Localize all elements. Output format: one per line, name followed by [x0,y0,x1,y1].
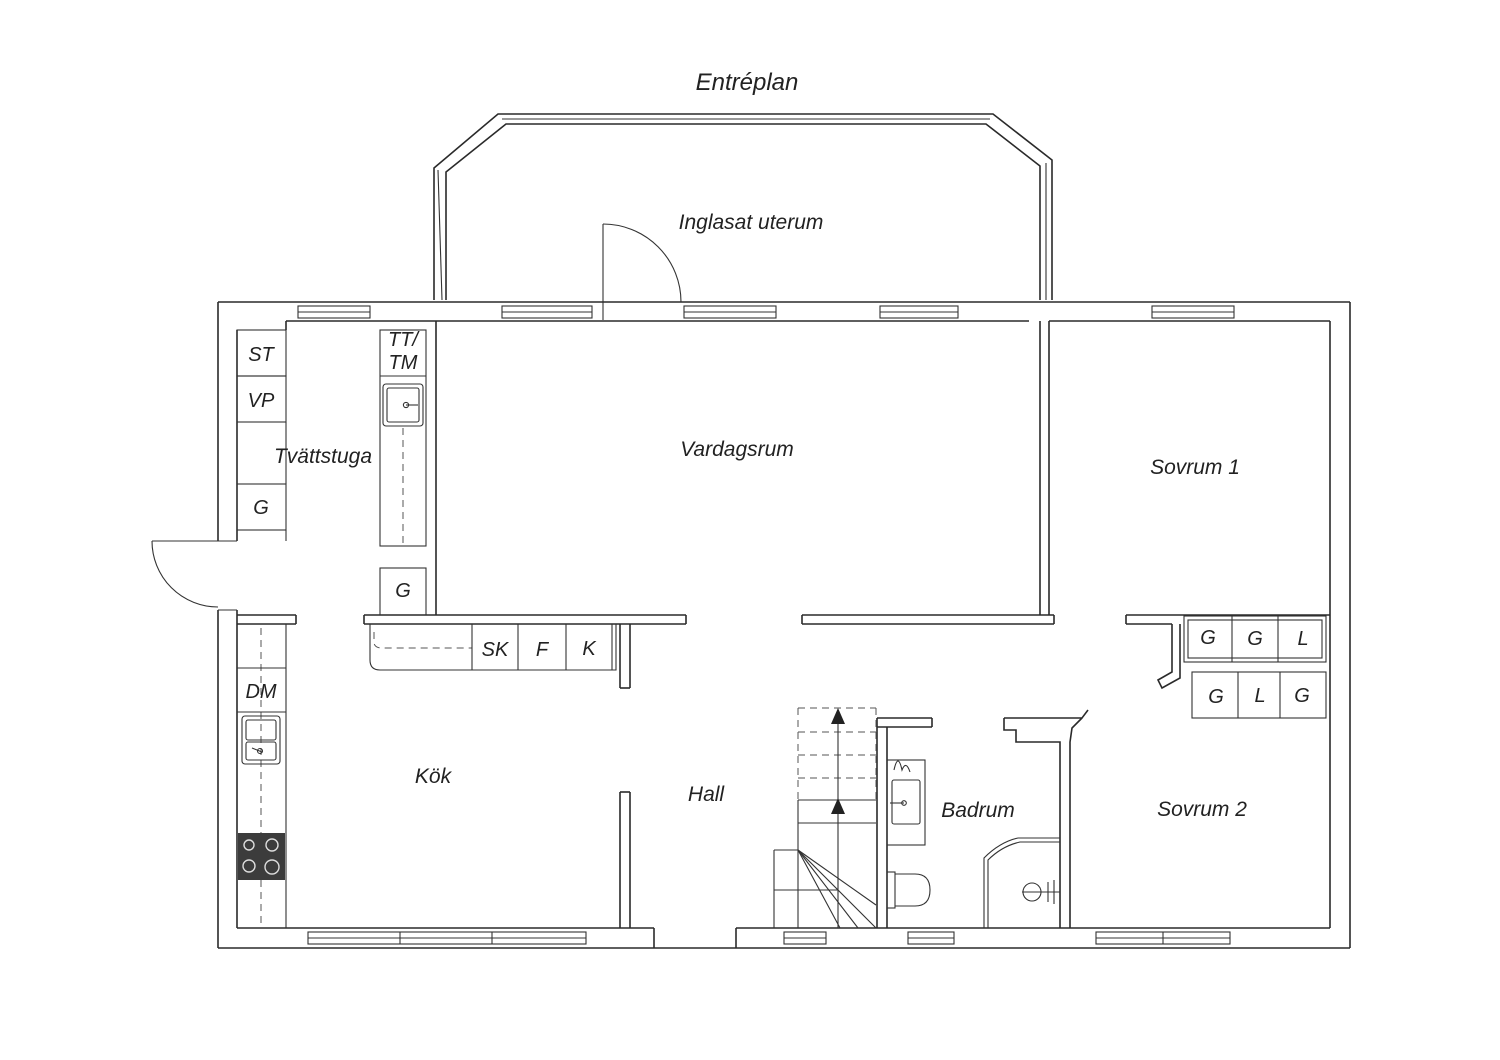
wardrobes-bedroom: G G L G L G [1183,615,1327,719]
heat-pump [236,375,287,423]
label-sk: SK [482,639,510,661]
tap-icon [893,760,911,773]
wardrobe-laundry [236,483,287,531]
room-labels: Inglasat uterum Vardagsrum Sovrum 1 Sovr… [274,211,1247,822]
plan-title: Entréplan [696,69,799,96]
laundry-sink [382,383,424,427]
label-dm: DM [245,681,276,703]
label-f: F [536,639,550,661]
wardrobe-top-2: G [1247,628,1263,650]
label-tt: TT/ [388,329,420,351]
kitchen-fixtures: SK F K DM [237,624,617,928]
wardrobe-bottom-2: L [1254,685,1265,707]
windows [297,305,1235,945]
interior-walls [237,321,1330,928]
toilet-tank [886,871,896,909]
label-k: K [582,638,597,660]
wardrobe-hall [379,567,427,616]
staircase [773,707,877,929]
laundry-fixtures: ST VP G TT/ TM G [236,329,427,616]
wardrobe-top-3: L [1297,628,1308,650]
stove [238,833,285,880]
room-sovrum-1: Sovrum 1 [1150,456,1240,479]
room-kok: Kök [415,765,453,788]
room-sovrum-2: Sovrum 2 [1157,798,1247,821]
wardrobe-bottom-3: G [1294,685,1310,707]
stair-arrow-up-icon [831,708,845,724]
label-g-laundry: G [253,497,269,519]
outer-walls [217,301,1351,949]
label-g-hall: G [395,580,411,602]
bathroom-sink-counter [886,759,926,846]
label-tm: TM [389,352,418,374]
wardrobe-top-1: G [1200,627,1216,649]
room-vardagsrum: Vardagsrum [680,438,794,461]
shower-screen [983,837,1060,928]
kitchen-sink [241,715,281,765]
room-uterum: Inglasat uterum [679,211,824,234]
room-hall: Hall [688,783,726,806]
wardrobe-bottom-1: G [1208,686,1224,708]
sunroom-door[interactable] [602,223,682,320]
label-st: ST [248,344,275,366]
stair-arrow-up-icon [831,798,845,814]
toilet-icon [895,873,931,907]
room-badrum: Badrum [941,799,1015,822]
label-vp: VP [248,390,275,412]
entrance-door[interactable] [151,540,237,611]
sunroom-glazing [433,113,1053,301]
room-tvattstuga: Tvättstuga [274,445,372,468]
bathroom-fixtures [886,759,1060,928]
